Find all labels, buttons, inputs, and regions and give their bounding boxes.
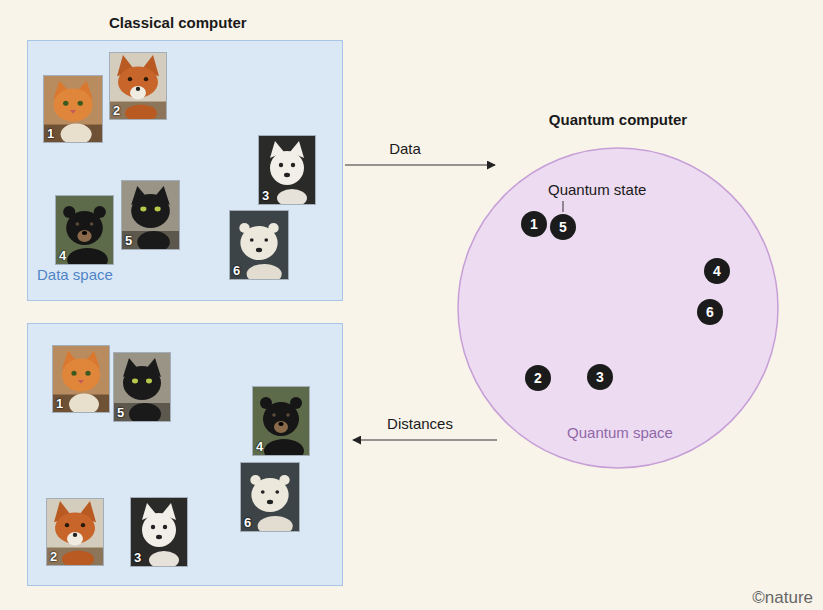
photo-number: 5: [125, 233, 132, 248]
animal-photo: 3: [259, 136, 315, 204]
photo-number: 1: [47, 126, 54, 141]
space-label: Data space: [37, 266, 113, 284]
leader-line: [563, 201, 564, 212]
photo-number: 4: [59, 248, 66, 263]
quantum-state-dot: 1: [521, 211, 547, 237]
photo-number: 2: [113, 103, 120, 118]
animal-picture: [259, 136, 315, 204]
animal-picture: [114, 353, 170, 421]
copyright-mark: ©nature: [752, 589, 813, 607]
state-number: 3: [587, 364, 613, 390]
quantum-state-dot: 5: [550, 214, 576, 240]
state-number: 2: [525, 365, 551, 391]
animal-picture: [230, 211, 288, 279]
animal-photo: 6: [241, 463, 299, 531]
panel-title: Quantum computer: [457, 111, 779, 129]
photo-number: 4: [256, 439, 263, 454]
animal-photo: 5: [122, 181, 179, 249]
animal-picture: [56, 196, 113, 264]
state-number: 4: [704, 258, 730, 284]
photo-number: 2: [50, 549, 57, 564]
animal-photo: 1: [44, 76, 102, 142]
quantum-space-outline: [458, 148, 778, 468]
animal-picture: [47, 499, 103, 565]
photo-number: 6: [233, 263, 240, 278]
animal-photo: 6: [230, 211, 288, 279]
photo-number: 1: [56, 396, 63, 411]
animal-photo: 4: [253, 387, 309, 455]
animal-photo: 5: [114, 353, 170, 421]
space-label: Quantum space: [459, 424, 781, 442]
data-arrow: [353, 439, 497, 440]
animal-photo: 1: [53, 346, 109, 412]
animal-photo: 4: [56, 196, 113, 264]
state-label: Quantum state: [548, 181, 646, 199]
photo-number: 6: [244, 515, 251, 530]
quantum-state-dot: 2: [525, 365, 551, 391]
panel-title: Classical computer: [109, 14, 247, 32]
animal-picture: [241, 463, 299, 531]
state-number: 6: [697, 299, 723, 325]
animal-photo: 2: [110, 53, 166, 119]
photo-number: 5: [117, 405, 124, 420]
photo-number: 3: [262, 188, 269, 203]
animal-picture: [253, 387, 309, 455]
animal-picture: [44, 76, 102, 142]
quantum-state-dot: 4: [704, 258, 730, 284]
animal-photo: 2: [47, 499, 103, 565]
data-space-panel: Classical computerData space123456: [27, 40, 343, 301]
animal-picture: [53, 346, 109, 412]
animal-photo: 3: [131, 498, 187, 566]
state-number: 5: [550, 214, 576, 240]
animal-picture: [131, 498, 187, 566]
quantum-state-dot: 6: [697, 299, 723, 325]
state-number: 1: [521, 211, 547, 237]
data-arrow: [345, 164, 495, 165]
photo-number: 3: [134, 550, 141, 565]
animal-picture: [122, 181, 179, 249]
arrow-label: Distances: [384, 415, 456, 433]
quantum-state-dot: 3: [587, 364, 613, 390]
animal-picture: [110, 53, 166, 119]
data-space-panel: 1 2 3 4 5 6: [27, 323, 343, 586]
arrow-label: Data: [386, 140, 424, 158]
